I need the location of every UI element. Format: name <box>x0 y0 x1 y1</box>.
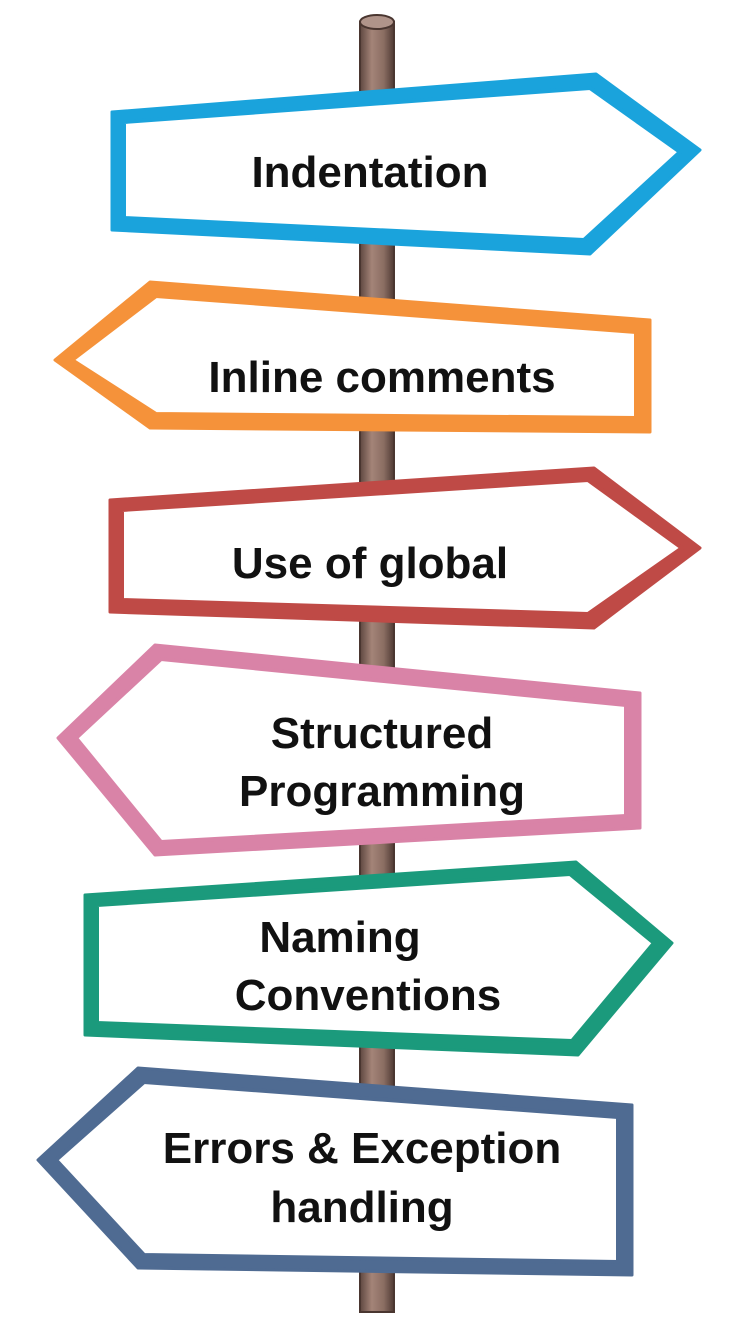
sign-left-2: Inline comments <box>53 280 652 434</box>
sign-1-body <box>122 86 682 242</box>
sign-left-6: Errors & Exception handling <box>36 1066 634 1277</box>
sign-3-label-line-1: Use of global <box>232 539 508 588</box>
sign-right-3: Use of global <box>108 466 702 630</box>
sign-2-body <box>70 294 638 420</box>
sign-4-label-line-2: Programming <box>239 767 525 816</box>
sign-1-label-line-1: Indentation <box>251 148 488 197</box>
sign-6-body <box>54 1080 620 1264</box>
sign-6-label-line-1: Errors & Exception <box>163 1124 562 1173</box>
sign-left-4: Structured Programming <box>56 643 642 857</box>
sign-6-label-line-2: handling <box>270 1183 453 1232</box>
sign-4-body <box>74 657 628 844</box>
sign-3-body <box>120 478 684 616</box>
sign-5-label-line-2: Conventions <box>235 971 501 1020</box>
sign-right-1: Indentation <box>110 72 702 256</box>
sign-5-body <box>95 872 656 1043</box>
sign-4-label-line-1: Structured <box>271 709 493 758</box>
sign-2-label-line-1: Inline comments <box>208 353 555 402</box>
sign-right-5: Naming Conventions <box>83 860 674 1057</box>
sign-5-label-line-1: Naming <box>259 913 420 962</box>
